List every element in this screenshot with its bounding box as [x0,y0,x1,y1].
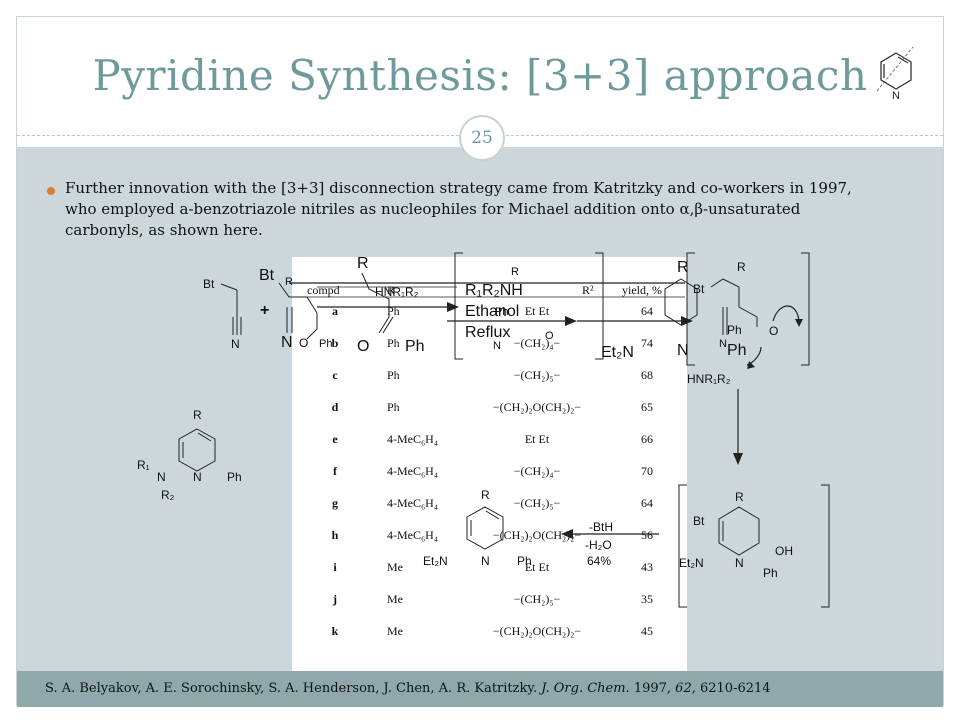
citation-journal: J. Org. Chem. [541,681,630,696]
table-panel [292,257,687,671]
logo-n-label: N [892,90,900,101]
bullet-line-2: who employed a-benzotriazole nitriles as… [65,200,801,218]
bullet-dot [47,187,55,195]
citation: S. A. Belyakov, A. E. Sorochinsky, S. A.… [45,681,771,696]
citation-volume: 62 [675,681,692,696]
citation-year: 1997, [629,681,676,696]
bullet-line-3: carbonyls, as shown here. [65,221,263,239]
page-number: 25 [459,115,505,161]
pyridine-logo-icon: N [876,46,914,101]
citation-band: S. A. Belyakov, A. E. Sorochinsky, S. A.… [17,671,943,707]
citation-authors: S. A. Belyakov, A. E. Sorochinsky, S. A.… [45,681,542,696]
bullet-line-1: Further innovation with the [3+3] discon… [65,179,852,197]
slide-title: Pyridine Synthesis: [3+3] approach [92,51,868,100]
bullet-text: Further innovation with the [3+3] discon… [65,178,925,241]
citation-pages: , 6210-6214 [691,681,771,696]
slide: Pyridine Synthesis: [3+3] approach N 25 … [16,16,944,707]
